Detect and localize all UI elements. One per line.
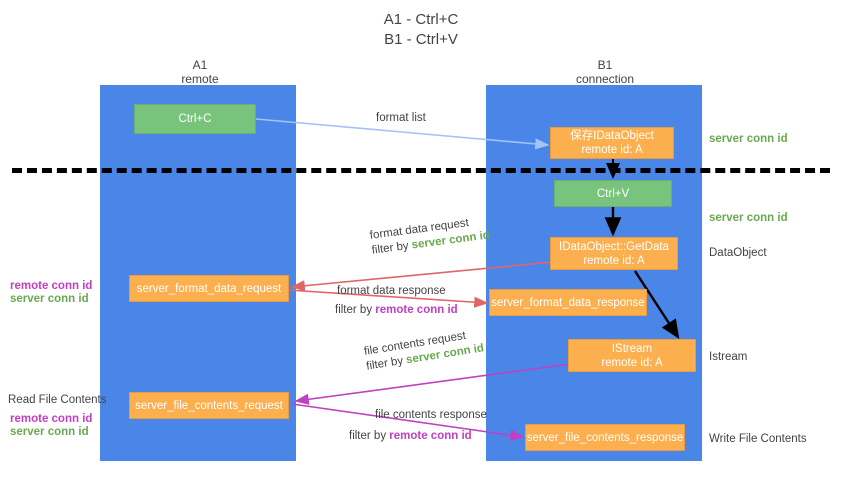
phase-divider [12,168,830,173]
edge-label-format-data-response-text: format data response [337,285,446,297]
edge-label-format-list-text: format list [376,112,426,124]
annotation-remote-conn-id-bottom: remote conn id [10,412,92,426]
column-header-left: A1 remote [140,58,260,86]
column-header-right: B1 connection [540,58,670,86]
annotation-write-file-contents: Write File Contents [709,432,807,446]
filter-key-remote-conn-id: remote conn id [375,304,458,316]
annotation-remote-conn-id-bottom-text: remote conn id [10,413,93,425]
box-save-idataobject-line2: remote id: A [581,144,643,156]
box-ctrl-c[interactable]: Ctrl+C [134,104,256,134]
annotation-server-conn-id-bottom-text: server conn id [10,426,89,438]
box-idataobject-getdata[interactable]: IDataObject::GetData remote id: A [550,237,678,270]
box-server-format-data-response[interactable]: server_format_data_response [489,289,647,316]
box-ctrl-c-label: Ctrl+C [178,113,212,125]
column-left-role: remote [181,72,219,86]
box-istream-line1: IStream [611,342,653,355]
box-save-idataobject[interactable]: 保存IDataObject remote id: A [550,127,674,159]
annotation-write-file-contents-text: Write File Contents [709,433,807,445]
annotation-dataobject-text: DataObject [709,247,767,259]
annotation-dataobject: DataObject [709,246,767,260]
annotation-istream-text: Istream [709,351,748,363]
column-right-role: connection [575,72,635,86]
annotation-read-file-contents: Read File Contents [8,393,106,407]
annotation-remote-conn-id-mid-text: remote conn id [10,280,93,292]
annotation-server-conn-id-mid-text: server conn id [709,212,788,224]
box-server-format-data-request-label: server_format_data_request [136,282,282,295]
box-server-file-contents-response[interactable]: server_file_contents_response [525,424,685,451]
box-server-file-contents-response-label: server_file_contents_response [526,431,684,444]
annotation-server-conn-id-top: server conn id [709,132,788,146]
annotation-read-file-contents-text: Read File Contents [8,394,107,406]
annotation-server-conn-id-top-text: server conn id [709,133,788,145]
box-getdata-line1: IDataObject::GetData [559,240,669,253]
box-ctrl-v[interactable]: Ctrl+V [554,180,672,207]
box-ctrl-v-label: Ctrl+V [596,187,630,200]
filter-prefix: filter by [335,304,376,316]
title-line-2: B1 - Ctrl+V [384,31,458,48]
edge-label-file-contents-response: file contents response filter by remote … [349,408,487,444]
column-right-name: B1 [597,58,613,72]
box-save-idataobject-line1: 保存IDataObject [570,130,654,142]
edge-label-format-list: format list [376,111,426,126]
box-server-file-contents-request-label: server_file_contents_request [135,399,283,412]
page-title: A1 - Ctrl+C B1 - Ctrl+V [0,10,842,50]
filter-prefix: filter by [371,239,413,257]
edge-label-format-data-request: format data request filter by server con… [369,213,491,258]
edge-label-format-data-response-filter: filter by remote conn id [335,303,458,318]
edge-label-file-contents-response-text: file contents response [375,409,487,421]
box-server-file-contents-request[interactable]: server_file_contents_request [129,392,289,419]
edge-label-file-contents-request: file contents request filter by server c… [363,326,485,374]
edge-label-file-contents-response-filter: filter by remote conn id [349,429,487,444]
box-istream[interactable]: IStream remote id: A [568,339,696,372]
column-left-name: A1 [192,58,208,72]
box-getdata-line2: remote id: A [583,254,645,267]
annotation-remote-conn-id-mid: remote conn id [10,279,92,293]
edge-label-format-data-response: format data response filter by remote co… [335,284,458,318]
title-line-1: A1 - Ctrl+C [383,11,459,28]
filter-prefix: filter by [349,430,390,442]
filter-key-remote-conn-id: remote conn id [389,430,472,442]
annotation-server-conn-id-mid: server conn id [709,211,788,225]
annotation-server-conn-id-left-mid-text: server conn id [10,293,89,305]
box-server-format-data-request[interactable]: server_format_data_request [129,275,289,302]
annotation-server-conn-id-bottom: server conn id [10,425,89,439]
annotation-server-conn-id-left-mid: server conn id [10,292,89,306]
box-server-format-data-response-label: server_format_data_response [491,296,645,309]
box-istream-line2: remote id: A [601,356,663,369]
annotation-istream: Istream [709,350,747,364]
